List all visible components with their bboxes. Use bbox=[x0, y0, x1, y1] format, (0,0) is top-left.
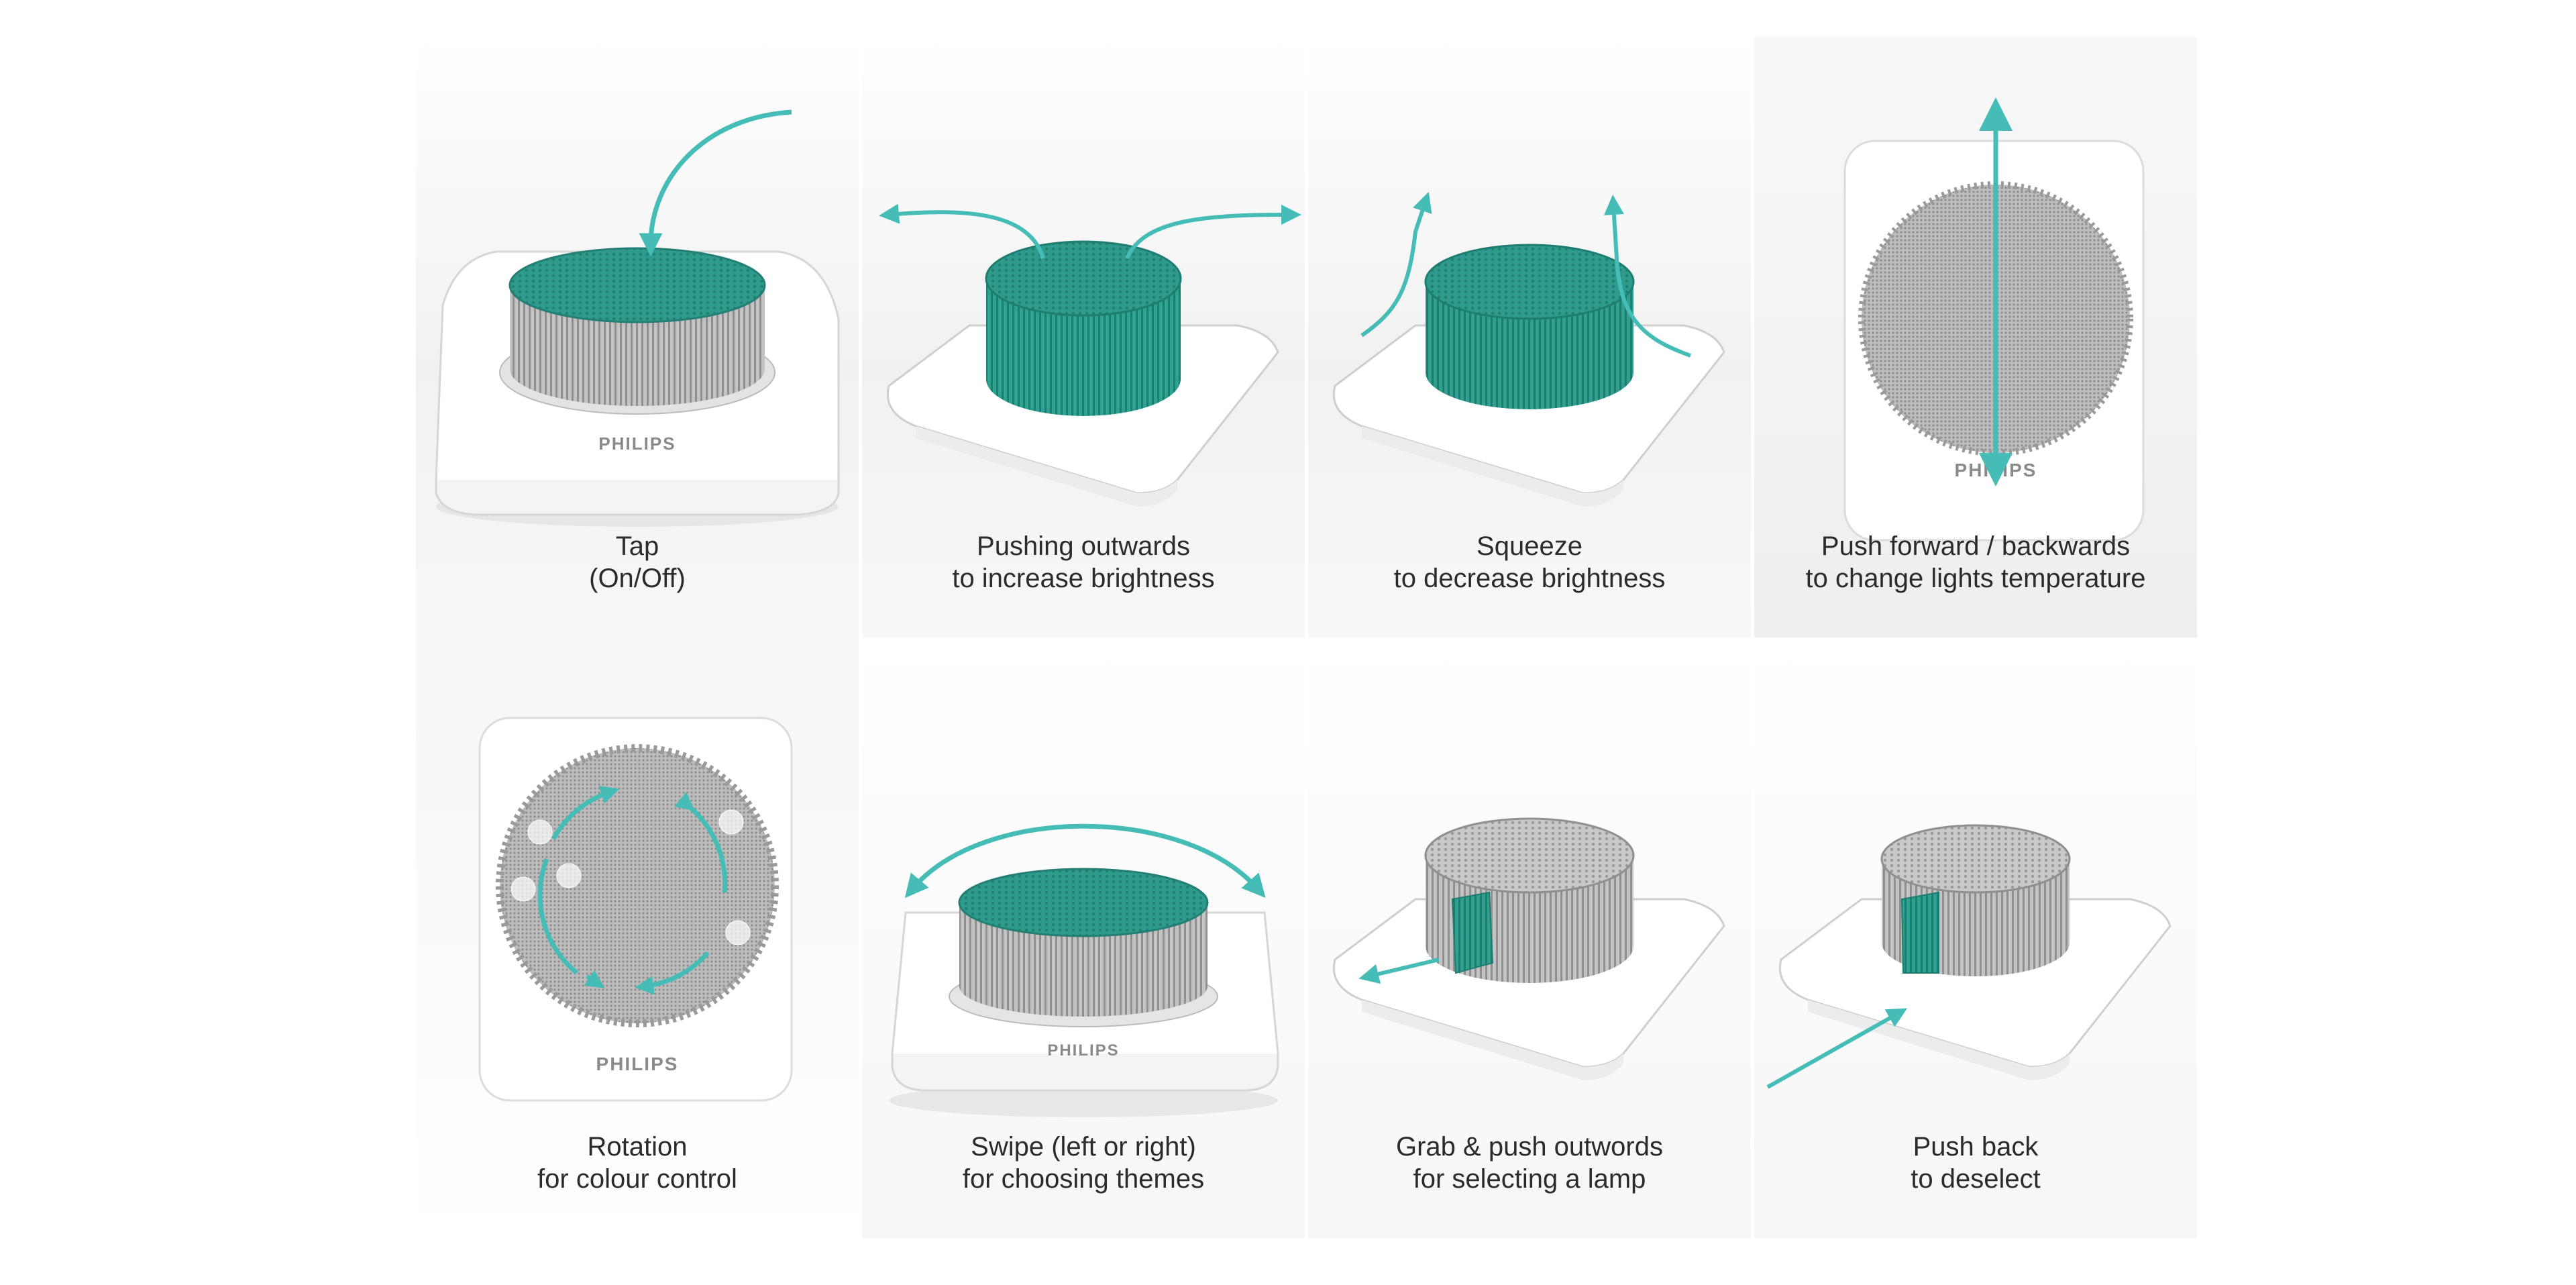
gesture-swipe-card: PHILIPS Swipe (left or right) for choosi… bbox=[862, 637, 1305, 1238]
grab-push-illustration bbox=[1308, 637, 1751, 1238]
caption-tap: Tap (On/Off) bbox=[416, 530, 859, 595]
caption-line2: (On/Off) bbox=[589, 564, 686, 593]
gesture-grab-push-card: Grab & push outwords for selecting a lam… bbox=[1308, 637, 1751, 1238]
push-outwards-arrow-right-icon bbox=[1125, 205, 1301, 260]
caption-line2: for colour control bbox=[537, 1164, 737, 1194]
gesture-push-back-card: Push back to deselect bbox=[1754, 637, 2197, 1238]
caption-swipe: Swipe (left or right) for choosing theme… bbox=[862, 1131, 1305, 1195]
forward-backward-arrow-icon bbox=[1979, 97, 2012, 486]
selected-segment bbox=[1451, 891, 1494, 974]
selected-segment bbox=[1900, 891, 1939, 974]
caption-squeeze: Squeeze to decrease brightness bbox=[1308, 530, 1751, 595]
caption-line1: Pushing outwards bbox=[977, 531, 1190, 561]
squeeze-arrow-right-icon bbox=[1603, 195, 1692, 358]
caption-push-back: Push back to deselect bbox=[1754, 1131, 2197, 1195]
caption-line2: to change lights temperature bbox=[1805, 564, 2146, 593]
swipe-illustration: PHILIPS bbox=[862, 637, 1305, 1238]
caption-line1: Tap bbox=[615, 531, 659, 561]
gesture-forward-backward-card: PHILIPS Push forward / backwards to chan… bbox=[1754, 37, 2197, 637]
squeeze-illustration bbox=[1308, 37, 1751, 637]
grab-push-arrow-icon bbox=[1358, 958, 1440, 984]
caption-line1: Grab & push outwords bbox=[1396, 1132, 1663, 1162]
push-outwards-arrows-icon bbox=[879, 203, 1045, 259]
touch-point-markers bbox=[511, 809, 751, 945]
caption-line1: Rotation bbox=[587, 1132, 688, 1162]
gesture-push-outwards-card: Pushing outwards to increase brightness bbox=[862, 37, 1305, 637]
gesture-squeeze-card: Squeeze to decrease brightness bbox=[1308, 37, 1751, 637]
tap-illustration: PHILIPS bbox=[416, 37, 859, 637]
caption-line2: to increase brightness bbox=[952, 564, 1215, 593]
push-back-illustration bbox=[1754, 637, 2197, 1238]
rotation-arrows-icon bbox=[537, 785, 728, 995]
push-back-arrow-icon bbox=[1766, 1008, 1908, 1089]
push-outwards-illustration bbox=[862, 37, 1305, 637]
caption-line1: Push forward / backwards bbox=[1821, 531, 2131, 561]
caption-forward-backward: Push forward / backwards to change light… bbox=[1754, 530, 2197, 595]
caption-line2: to deselect bbox=[1911, 1164, 2041, 1194]
caption-line2: for choosing themes bbox=[962, 1164, 1205, 1194]
gesture-tap-card: PHILIPS Tap (On/Off) bbox=[416, 37, 859, 637]
philips-logo: PHILIPS bbox=[1047, 1041, 1119, 1060]
caption-line1: Squeeze bbox=[1477, 531, 1582, 561]
caption-rotation: Rotation for colour control bbox=[416, 1131, 859, 1195]
caption-grab-push: Grab & push outwords for selecting a lam… bbox=[1308, 1131, 1751, 1195]
philips-logo: PHILIPS bbox=[598, 433, 676, 454]
caption-push-outwards: Pushing outwards to increase brightness bbox=[862, 530, 1305, 595]
caption-line1: Push back bbox=[1913, 1132, 2039, 1162]
philips-logo: PHILIPS bbox=[596, 1053, 679, 1074]
tap-arrow-icon bbox=[639, 109, 792, 257]
caption-line1: Swipe (left or right) bbox=[971, 1132, 1196, 1162]
forward-backward-illustration: PHILIPS bbox=[1754, 37, 2197, 637]
swipe-arrow-icon bbox=[904, 823, 1266, 898]
caption-line2: for selecting a lamp bbox=[1413, 1164, 1646, 1194]
rotation-illustration: PHILIPS bbox=[416, 637, 859, 1238]
caption-line2: to decrease brightness bbox=[1393, 564, 1666, 593]
squeeze-arrows-icon bbox=[1360, 191, 1432, 338]
gesture-rotation-card: PHILIPS Rotation for colour control bbox=[416, 637, 859, 1238]
